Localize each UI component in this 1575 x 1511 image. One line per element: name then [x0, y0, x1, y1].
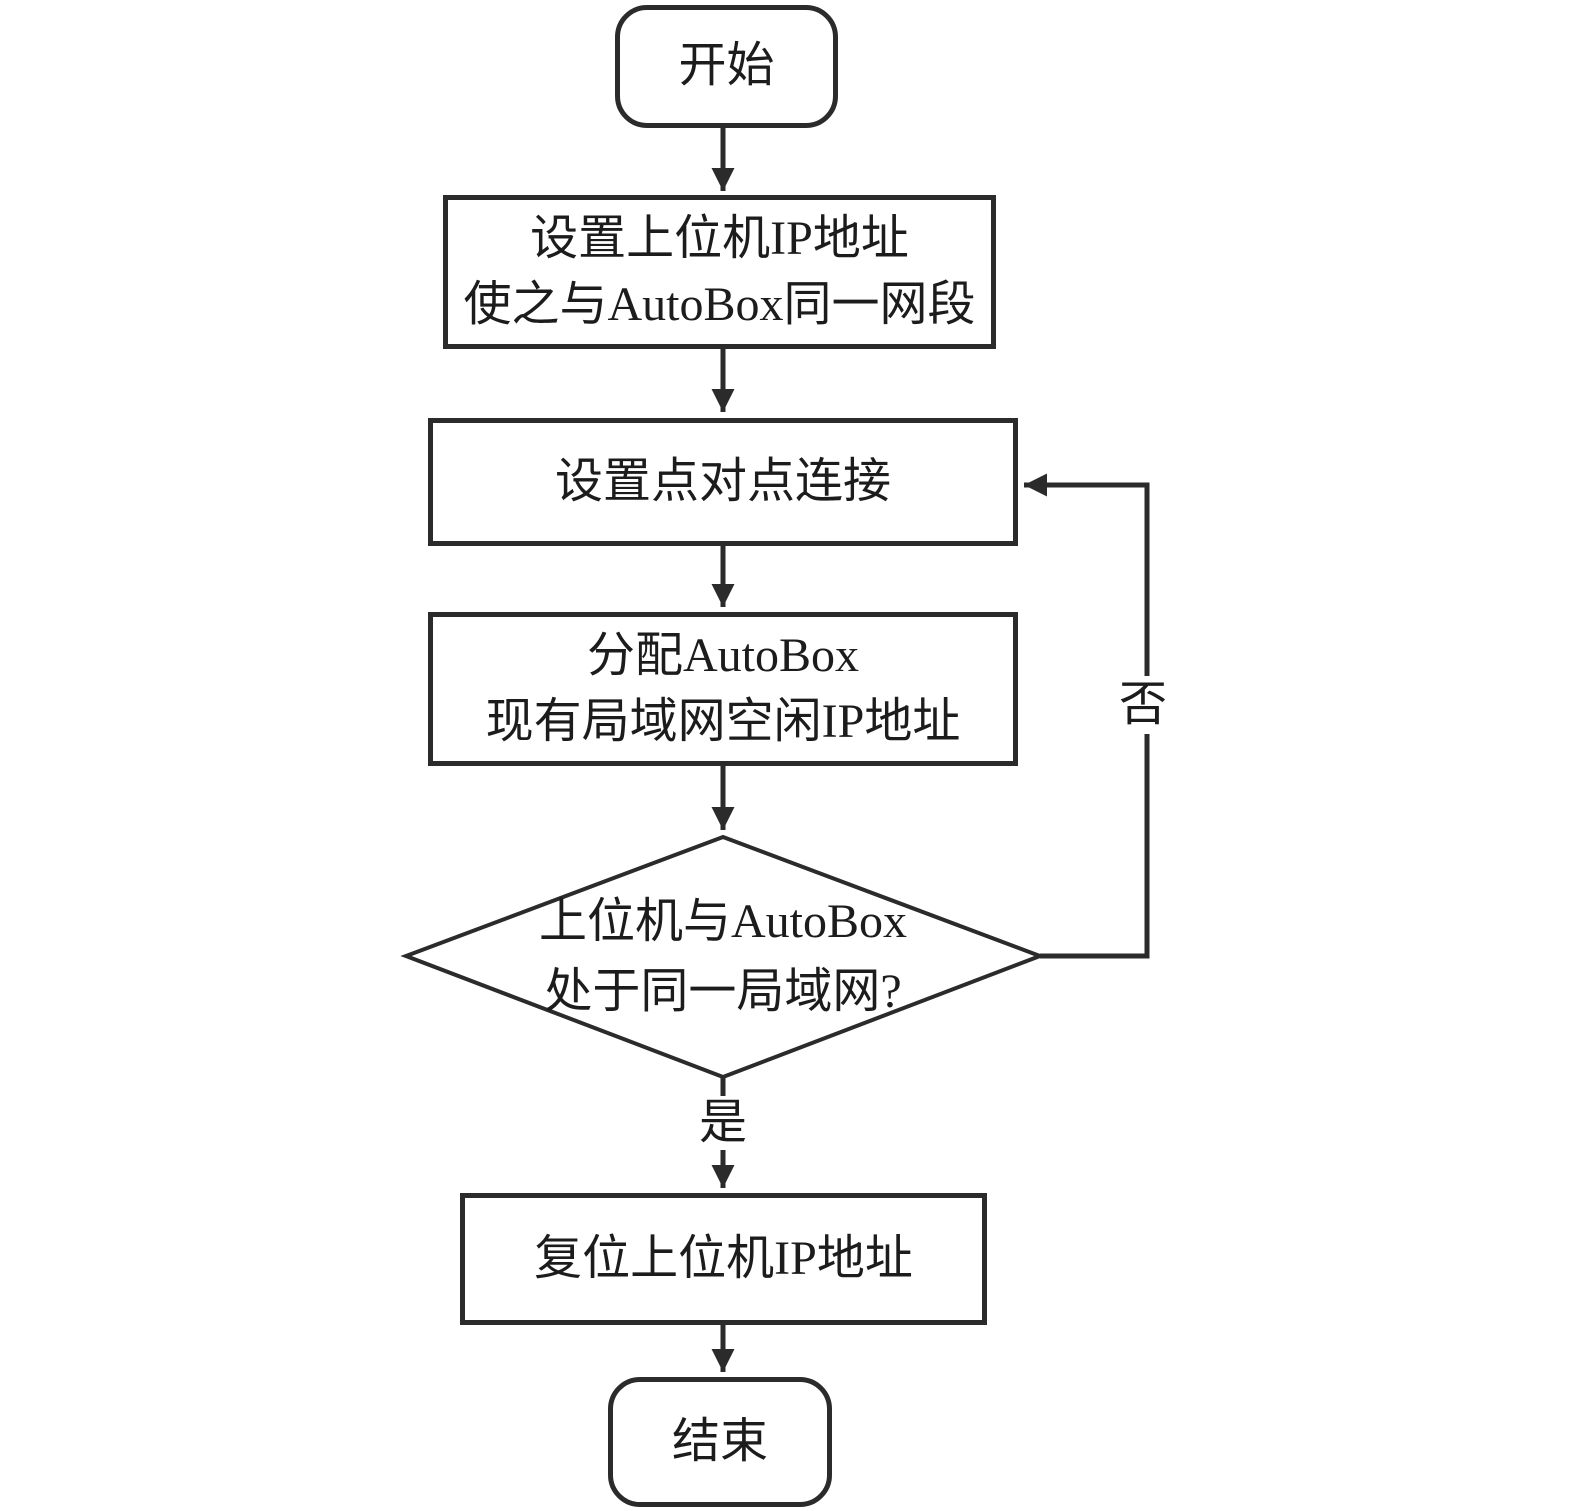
node-set-host-ip-line1: 设置上位机IP地址 — [530, 211, 909, 265]
node-start: 开始 — [615, 5, 838, 128]
node-same-lan-decision-line2: 处于同一局域网? — [544, 965, 902, 1018]
node-reset-host-ip: 复位上位机IP地址 — [460, 1193, 987, 1325]
node-end: 结束 — [608, 1377, 832, 1507]
node-reset-host-ip-label: 复位上位机IP地址 — [534, 1231, 913, 1285]
node-end-label: 结束 — [671, 1414, 768, 1468]
branch-label-no: 否 — [1114, 676, 1172, 734]
node-same-lan-decision: 上位机与AutoBox 处于同一局域网? — [423, 882, 1023, 1032]
node-set-host-ip: 设置上位机IP地址 使之与AutoBox同一网段 — [443, 195, 996, 349]
node-p2p-connection: 设置点对点连接 — [428, 418, 1018, 546]
node-assign-free-ip-line2: 现有局域网空闲IP地址 — [485, 695, 961, 748]
node-start-label: 开始 — [678, 39, 775, 93]
branch-label-yes: 是 — [694, 1096, 752, 1150]
node-p2p-connection-label: 设置点对点连接 — [554, 454, 891, 508]
node-assign-free-ip-line1: 分配AutoBox — [586, 628, 860, 682]
decision-diamond — [400, 834, 1046, 1080]
node-same-lan-decision-line1: 上位机与AutoBox — [538, 895, 908, 949]
node-assign-free-ip: 分配AutoBox 现有局域网空闲IP地址 — [428, 612, 1018, 766]
node-set-host-ip-line2: 使之与AutoBox同一网段 — [463, 278, 976, 331]
